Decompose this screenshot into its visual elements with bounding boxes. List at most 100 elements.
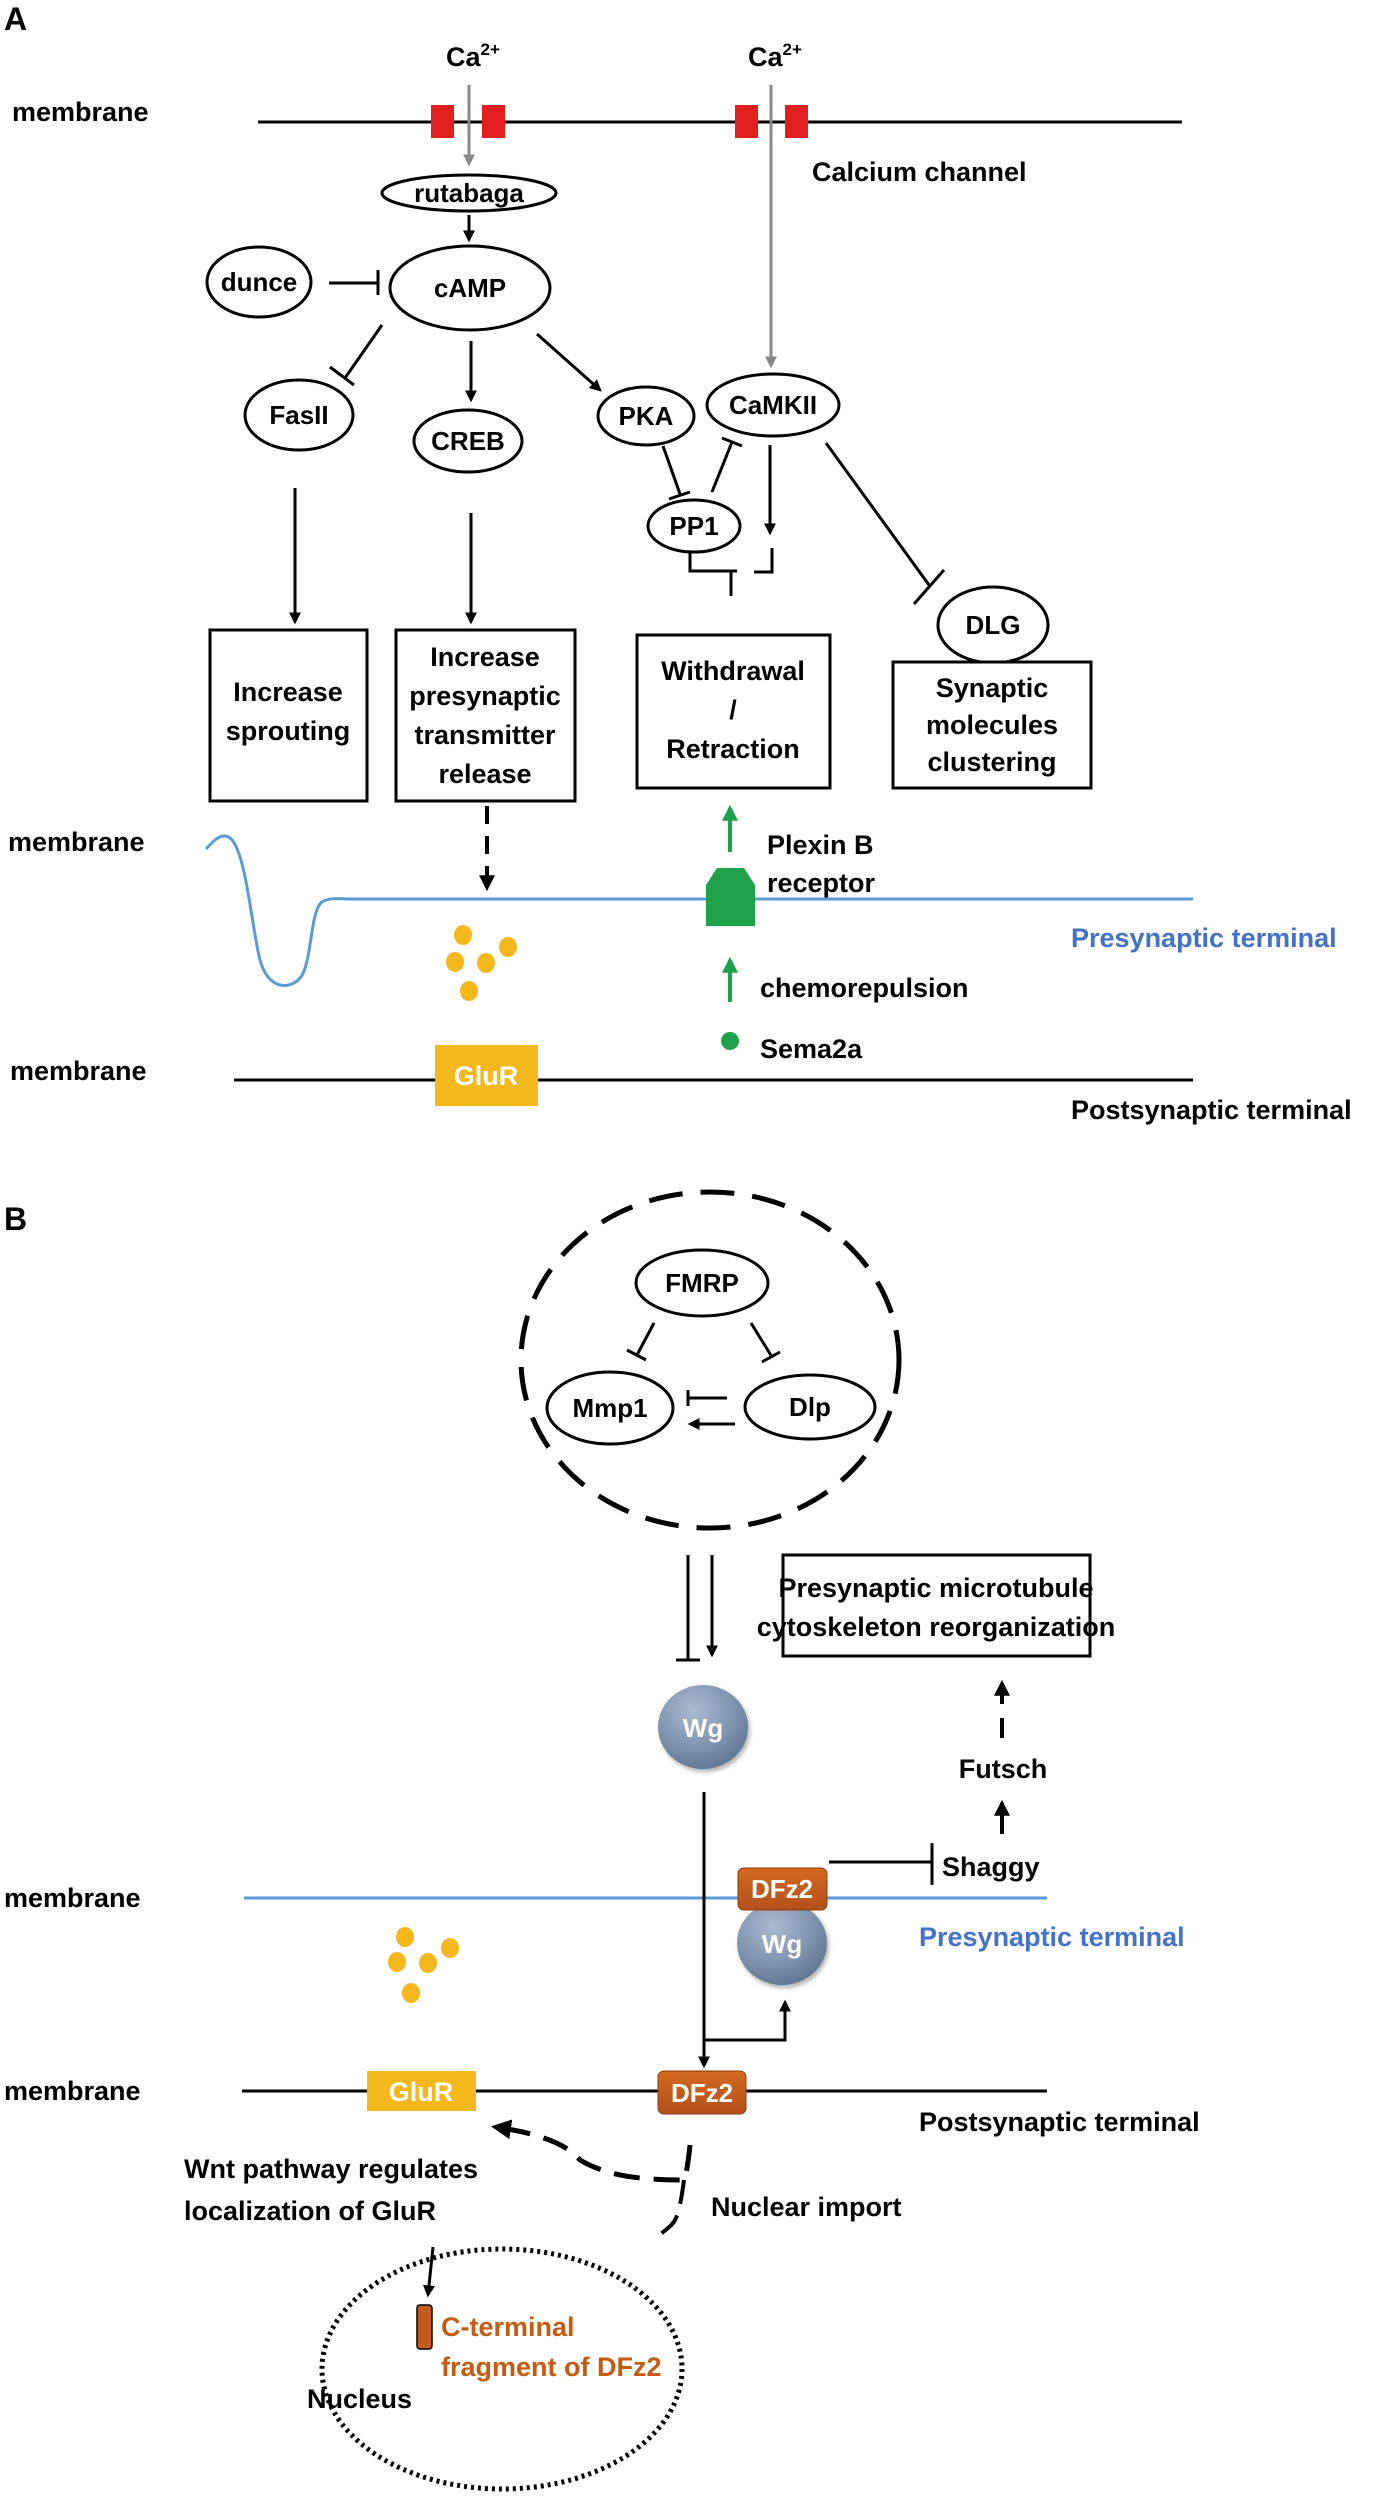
svg-text:Retraction: Retraction: [666, 734, 800, 764]
vesicle: [499, 937, 517, 957]
membrane-label-postsynaptic-b: membrane: [4, 2076, 141, 2106]
panel-b: B FMRP Mmp1 Dlp Presynaptic microtubule …: [4, 1189, 1200, 2492]
vesicle: [477, 953, 495, 973]
svg-text:cytoskeleton reorganization: cytoskeleton reorganization: [757, 1612, 1116, 1642]
inhibit-fmrp-mmp1: [635, 1322, 656, 1356]
node-mmp1-label: Mmp1: [572, 1393, 647, 1423]
panel-b-label: B: [4, 1201, 27, 1237]
dfz2-presynaptic: [737, 1867, 828, 1911]
postsynaptic-terminal-label-a: Postsynaptic terminal: [1071, 1095, 1352, 1125]
presynaptic-terminal-label-b: Presynaptic terminal: [919, 1922, 1185, 1952]
glur-receptor-a: [435, 1045, 538, 1106]
node-pp1-label: PP1: [669, 511, 718, 541]
c-terminal-label-1: C-terminal: [441, 2312, 575, 2342]
wg-bound: [737, 1901, 827, 1985]
glur-label-a: GluR: [454, 1061, 519, 1091]
dfz2-postsynaptic-label: DFz2: [671, 2078, 733, 2108]
node-dunce: [205, 245, 313, 319]
node-creb: [412, 408, 524, 474]
calcium-ion-2: Ca2+: [748, 40, 802, 72]
svg-text:molecules: molecules: [926, 710, 1058, 740]
inhibit-camp-fasii-bar: [329, 365, 355, 387]
svg-text:Presynaptic microtubule: Presynaptic microtubule: [778, 1573, 1093, 1603]
node-rutabaga-label: rutabaga: [414, 178, 524, 208]
svg-text:sprouting: sprouting: [226, 716, 350, 746]
node-dlg-label: DLG: [966, 610, 1021, 640]
node-camkii: [705, 372, 841, 438]
vesicle: [396, 1927, 414, 1947]
svg-text:release: release: [438, 759, 531, 789]
node-camp: [388, 244, 552, 332]
sema2a-label: Sema2a: [760, 1034, 863, 1064]
vesicle: [454, 925, 472, 945]
node-dlp-label: Dlp: [789, 1392, 831, 1422]
c-terminal-fragment: [416, 2304, 433, 2350]
outcome-box-clustering: Synaptic molecules clustering: [891, 660, 1093, 790]
vesicle: [460, 981, 478, 1001]
plexin-b-label-2: receptor: [767, 868, 876, 898]
svg-text:clustering: clustering: [927, 747, 1056, 777]
dfz2-presynaptic-label: DFz2: [751, 1874, 813, 1904]
dashed-arrow-nuclear-import: [656, 2179, 686, 2239]
arrow-into-nucleus: [423, 2246, 435, 2298]
membrane-label-top: membrane: [12, 97, 149, 127]
calcium-channel-2b: [785, 105, 808, 138]
svg-text:Synaptic: Synaptic: [936, 673, 1049, 703]
inhibit-pp1-camkii: [710, 441, 734, 493]
inhibit-fmrp-mmp1-bar: [626, 1348, 647, 1362]
membrane-label-presynaptic-b: membrane: [4, 1883, 141, 1913]
vesicle: [388, 1952, 406, 1972]
outcome-box-withdrawal: Withdrawal / Retraction: [635, 633, 832, 790]
wnt-note-1: Wnt pathway regulates: [184, 2154, 478, 2184]
svg-text:Increase: Increase: [233, 677, 343, 707]
outcome-box-microtubule: Presynaptic microtubule cytoskeleton reo…: [757, 1553, 1116, 1658]
synaptic-vesicles-b: [388, 1927, 459, 2003]
inhibit-camkii-dlg: [824, 442, 931, 586]
node-camp-label: cAMP: [434, 273, 506, 303]
futsch-label: Futsch: [959, 1754, 1048, 1784]
plexin-b-label-1: Plexin B: [767, 830, 874, 860]
vesicle: [402, 1983, 420, 2003]
dfz2-postsynaptic: [657, 2070, 747, 2115]
vesicle: [446, 952, 464, 972]
calcium-channel-label: Calcium channel: [812, 157, 1027, 187]
node-fmrp-label: FMRP: [665, 1268, 739, 1298]
svg-text:Increase: Increase: [430, 642, 540, 672]
vesicle: [441, 1938, 459, 1958]
inhibit-pp1-camkii-bar: [721, 436, 743, 448]
outcome-box-transmitter-release: Increase presynaptic transmitter release: [394, 628, 577, 803]
camkii-bracket: [754, 548, 774, 574]
dashed-compartment: [518, 1189, 902, 1531]
shaggy-label: Shaggy: [942, 1852, 1040, 1882]
sema2a-ligand: [721, 1032, 739, 1050]
node-rutabaga: [380, 173, 558, 213]
nuclear-import-label: Nuclear import: [711, 2192, 902, 2222]
arrow-branch-to-wg-bound: [704, 1999, 791, 2042]
node-fasii-label: FasII: [269, 400, 328, 430]
pp1-bracket: [688, 553, 737, 573]
node-pp1: [646, 498, 742, 554]
plexin-b-receptor: [706, 868, 755, 926]
svg-text:Withdrawal: Withdrawal: [661, 656, 805, 686]
svg-text:/: /: [729, 695, 737, 725]
nucleus: [319, 2246, 685, 2492]
svg-text:presynaptic: presynaptic: [409, 681, 561, 711]
node-dunce-label: dunce: [221, 267, 298, 297]
presynaptic-terminal-label-a: Presynaptic terminal: [1071, 923, 1337, 953]
node-pka: [596, 385, 696, 447]
svg-text:transmitter: transmitter: [414, 720, 556, 750]
inhibit-fmrp-dlp: [749, 1322, 774, 1358]
wnt-note-2: localization of GluR: [184, 2196, 436, 2226]
calcium-channel-1b: [482, 105, 505, 138]
wg-bound-label: Wg: [762, 1929, 802, 1959]
inhibit-camp-fasii: [343, 324, 384, 379]
glur-label-b: GluR: [389, 2077, 454, 2107]
outcome-box-sprouting: Increase sprouting: [208, 628, 369, 803]
presynaptic-membrane: [204, 834, 1193, 987]
wg-ligand-label: Wg: [683, 1713, 723, 1743]
node-fasii: [243, 378, 355, 452]
vesicle: [419, 1953, 437, 1973]
glur-receptor-b: [367, 2071, 476, 2111]
inhibit-pka-pp1: [661, 445, 682, 495]
